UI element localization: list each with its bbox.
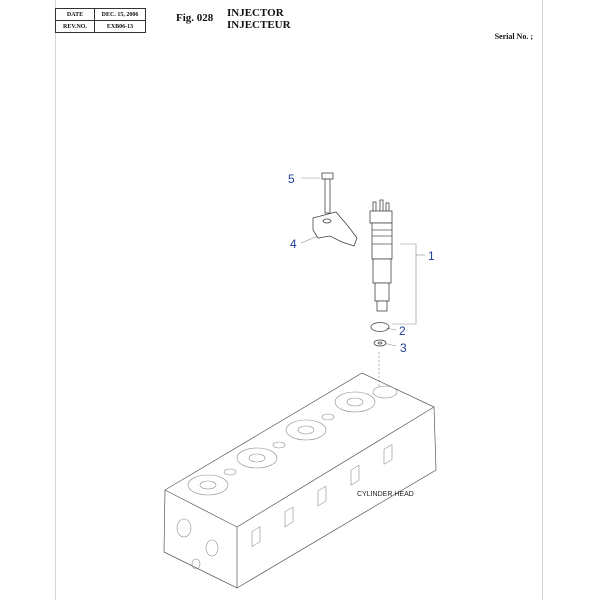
- rev-value: EXB06-13: [94, 20, 146, 33]
- callout-2: 2: [399, 324, 406, 338]
- title-french: INJECTEUR: [227, 19, 291, 31]
- callout-4: 4: [290, 237, 297, 251]
- callout-5: 5: [288, 172, 295, 186]
- injector-part: [369, 199, 393, 312]
- figure-number: Fig. 028: [176, 12, 214, 24]
- cylinder-head-ports: [187, 385, 398, 496]
- callout-labels: 5 4 1 2 3: [288, 172, 435, 355]
- leader-lines: [300, 177, 425, 388]
- seal-parts: [370, 322, 390, 347]
- rev-label: REV.NO.: [55, 20, 95, 33]
- cylinder-head-side-openings: [176, 443, 393, 570]
- callout-1: 1: [428, 249, 435, 263]
- cylinder-head-part: [163, 372, 437, 589]
- callout-3: 3: [400, 341, 407, 355]
- drawing-sheet: [55, 0, 543, 600]
- clamp-part: [312, 211, 358, 247]
- figure-titles: INJECTOR INJECTEUR: [227, 7, 291, 31]
- serial-number: Serial No. ;: [494, 32, 533, 41]
- revision-info-table: DATE DEC. 15, 2006 REV.NO. EXB06-13: [55, 8, 146, 33]
- bolt-part: [321, 172, 334, 214]
- title-english: INJECTOR: [227, 7, 284, 19]
- cylinder-head-label: CYLINDER HEAD: [357, 491, 414, 498]
